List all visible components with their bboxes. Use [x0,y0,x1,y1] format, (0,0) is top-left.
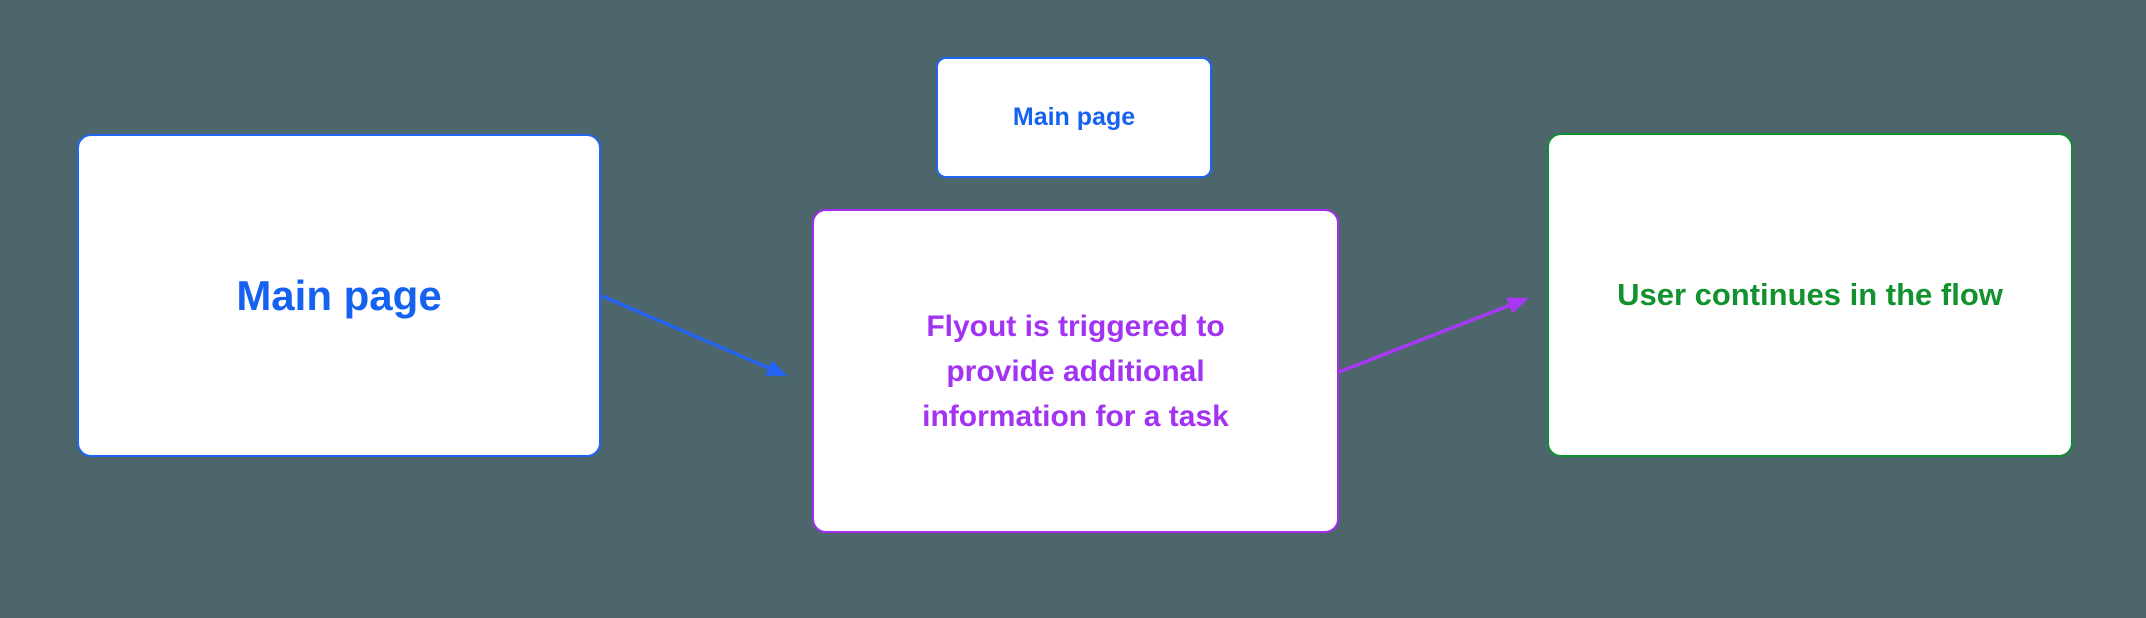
node-main-page[interactable]: Main page [77,134,601,457]
node-flyout-triggered[interactable]: Flyout is triggered to provide additiona… [812,209,1339,533]
node-main-page-context-label: Main page [1012,103,1136,131]
node-main-page-label: Main page [236,271,442,319]
node-user-continues[interactable]: User continues in the flow [1547,133,2073,457]
node-main-page-context[interactable]: Main page [936,57,1212,178]
connector-flyout-to-continue[interactable] [1338,297,1529,374]
connector-main-to-flyout[interactable] [601,294,788,377]
node-flyout-triggered-label: Flyout is triggered to provide additiona… [922,309,1229,433]
node-user-continues-label: User continues in the flow [1617,277,2003,312]
